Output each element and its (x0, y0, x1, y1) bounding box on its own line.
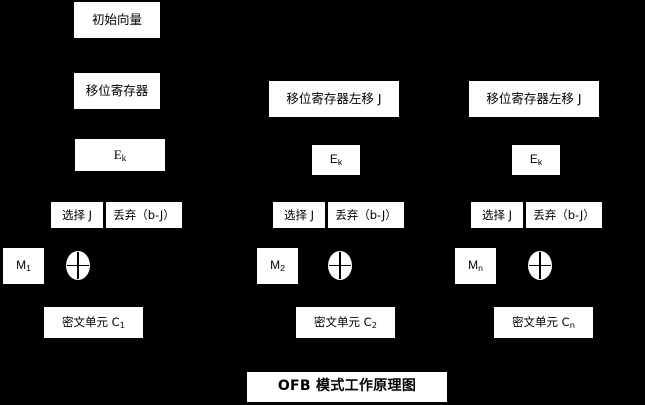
shift-register-label-2: 移位寄存器左移 J (286, 91, 382, 107)
select-discard-group-1: 选择 J 丢弃（b-J） (51, 202, 182, 228)
select-box-2: 选择 J (273, 202, 325, 228)
select-discard-group-3: 选择 J 丢弃（b-J） (471, 202, 602, 228)
encrypt-label-1: Ek (113, 146, 127, 164)
plaintext-label-2: M2 (270, 258, 285, 274)
ciphertext-label-3: 密文单元 Cn (512, 315, 575, 330)
initial-vector-label: 初始向量 (91, 12, 142, 28)
select-label-2: 选择 J (283, 208, 315, 222)
encrypt-label-2: Ek (329, 152, 343, 168)
discard-box-2: 丢弃（b-J） (328, 202, 404, 228)
ciphertext-label-2: 密文单元 C2 (314, 315, 377, 330)
discard-box-1: 丢弃（b-J） (106, 202, 182, 228)
select-label-1: 选择 J (61, 208, 93, 222)
divider (523, 202, 526, 228)
discard-box-3: 丢弃（b-J） (526, 202, 602, 228)
ciphertext-box-2: 密文单元 C2 (296, 307, 395, 338)
xor-icon-2 (328, 251, 352, 280)
divider (103, 202, 106, 228)
select-discard-group-2: 选择 J 丢弃（b-J） (273, 202, 404, 228)
shift-register-box-3: 移位寄存器左移 J (469, 81, 599, 117)
diagram-title-box: OFB 模式工作原理图 (247, 372, 447, 402)
encrypt-label-3: Ek (529, 152, 543, 168)
plaintext-box-2: M2 (257, 248, 298, 284)
shift-register-label-3: 移位寄存器左移 J (486, 91, 582, 107)
select-box-3: 选择 J (471, 202, 523, 228)
ciphertext-box-1: 密文单元 C1 (44, 307, 143, 338)
plaintext-label-1: M1 (16, 258, 31, 274)
plaintext-label-3: Mn (468, 258, 483, 274)
select-label-3: 选择 J (481, 208, 513, 222)
shift-register-box-1: 移位寄存器 (74, 73, 160, 109)
discard-label-3: 丢弃（b-J） (533, 208, 595, 222)
xor-icon-3 (528, 251, 552, 280)
discard-label-2: 丢弃（b-J） (335, 208, 397, 222)
ciphertext-label-1: 密文单元 C1 (62, 315, 125, 330)
encrypt-box-2: Ek (312, 145, 360, 175)
shift-register-label-1: 移位寄存器 (85, 83, 149, 99)
divider (325, 202, 328, 228)
shift-register-box-2: 移位寄存器左移 J (269, 81, 399, 117)
xor-icon-1 (66, 251, 90, 280)
encrypt-box-1: Ek (75, 139, 165, 171)
diagram-title: OFB 模式工作原理图 (277, 378, 417, 395)
discard-label-1: 丢弃（b-J） (113, 208, 175, 222)
encrypt-box-3: Ek (512, 145, 560, 175)
initial-vector-box: 初始向量 (74, 2, 160, 38)
plaintext-box-3: Mn (455, 248, 496, 284)
ciphertext-box-3: 密文单元 Cn (494, 307, 593, 338)
plaintext-box-1: M1 (3, 248, 44, 284)
select-box-1: 选择 J (51, 202, 103, 228)
